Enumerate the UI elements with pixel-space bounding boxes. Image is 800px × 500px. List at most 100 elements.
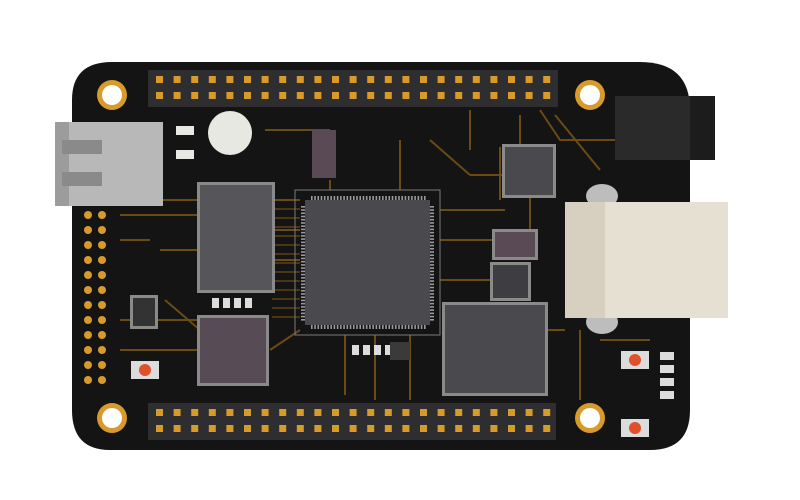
header-pin <box>420 76 427 83</box>
chip-pin <box>428 312 434 315</box>
header-pin <box>244 76 251 83</box>
trace <box>429 139 471 176</box>
chip-pin <box>414 323 416 329</box>
chip-pin <box>301 241 307 244</box>
header-pin <box>296 92 304 99</box>
header-pin <box>367 92 375 99</box>
header-pin <box>384 409 392 416</box>
edge-pad <box>98 271 106 279</box>
header-pin <box>279 425 287 432</box>
smd-resistor <box>374 345 381 355</box>
chip-pin <box>414 196 416 202</box>
chip-pin <box>346 196 349 202</box>
chip-pin <box>428 277 434 279</box>
chip-pin <box>323 196 326 202</box>
top-header-pins <box>156 76 551 99</box>
chip-pin <box>428 225 434 227</box>
chip-pin <box>301 244 307 247</box>
chip-pin <box>428 306 434 308</box>
bottom-header-pins <box>156 409 551 432</box>
chip-pin <box>378 323 381 329</box>
chip-pin <box>375 323 378 329</box>
reset-button-icon <box>131 351 649 437</box>
smd-resistor <box>245 298 252 308</box>
header-pin <box>437 92 445 99</box>
header-pin <box>208 409 216 416</box>
chip-pin <box>352 323 355 329</box>
chip-pin <box>301 289 307 292</box>
chip-pin <box>428 299 434 302</box>
header-pin <box>349 409 357 416</box>
chip-pin <box>320 323 323 329</box>
chip-pin <box>349 323 352 329</box>
header-pin <box>472 425 480 432</box>
processor-chip <box>305 200 430 325</box>
mounting-hole-center <box>102 85 122 105</box>
header-pin <box>173 76 181 83</box>
chip-pin <box>330 196 332 202</box>
chip-pin <box>301 312 307 315</box>
chip-pin <box>411 323 413 329</box>
chip-pin <box>301 264 307 266</box>
header-pin <box>508 409 515 416</box>
chip-pin <box>311 323 313 329</box>
edge-pad <box>98 256 106 264</box>
chip-pin <box>356 323 358 329</box>
header-pin <box>173 92 181 99</box>
led <box>660 352 674 360</box>
chips <box>130 144 556 396</box>
chip-pin <box>375 196 378 202</box>
header-pin <box>455 409 463 416</box>
header-pin <box>384 92 392 99</box>
smd-resistor <box>352 345 359 355</box>
chip-pin <box>301 235 307 237</box>
header-pin <box>543 409 551 416</box>
edge-pad <box>84 271 92 279</box>
edge-pad <box>98 316 106 324</box>
chip-pin <box>428 254 434 257</box>
header-pin <box>402 92 410 99</box>
edge-pad <box>84 241 92 249</box>
chip-pin <box>301 238 307 240</box>
edge-pad <box>98 346 106 354</box>
header-pin <box>244 409 251 416</box>
regulator <box>390 342 410 360</box>
chip <box>493 265 528 298</box>
chip <box>505 147 553 195</box>
chip-pin <box>301 218 307 221</box>
header-pin <box>543 425 551 432</box>
header-pin <box>226 92 234 99</box>
header-pin <box>402 425 410 432</box>
ethernet-port-icon <box>565 184 728 334</box>
smd-resistor <box>212 298 219 308</box>
chip-pin <box>352 196 355 202</box>
chip-pin <box>385 196 387 202</box>
header-pin <box>296 76 304 83</box>
chip <box>445 305 545 393</box>
chip-pin <box>301 257 307 260</box>
header-pin <box>490 425 498 432</box>
chip-pin <box>428 209 434 211</box>
led <box>660 378 674 386</box>
edge-pad <box>84 211 92 219</box>
chip-pin <box>359 323 362 329</box>
chip-pin <box>327 323 329 329</box>
chip-pin <box>411 196 413 202</box>
header-pin <box>420 425 427 432</box>
header-pin <box>437 76 445 83</box>
header-pin <box>508 92 515 99</box>
chip-pin <box>301 270 307 273</box>
chip-pin <box>428 251 434 253</box>
header-pin <box>490 92 498 99</box>
power-jack-icon <box>615 96 715 160</box>
header-pin <box>402 409 410 416</box>
header-pin <box>244 425 251 432</box>
chip-pin <box>317 323 320 329</box>
chip-pin <box>407 323 410 329</box>
header-pin <box>367 425 375 432</box>
chip-pin <box>391 323 394 329</box>
header-pin <box>543 76 551 83</box>
header-pin <box>191 76 199 83</box>
chip-pin <box>394 196 397 202</box>
chip-pin <box>428 270 434 273</box>
